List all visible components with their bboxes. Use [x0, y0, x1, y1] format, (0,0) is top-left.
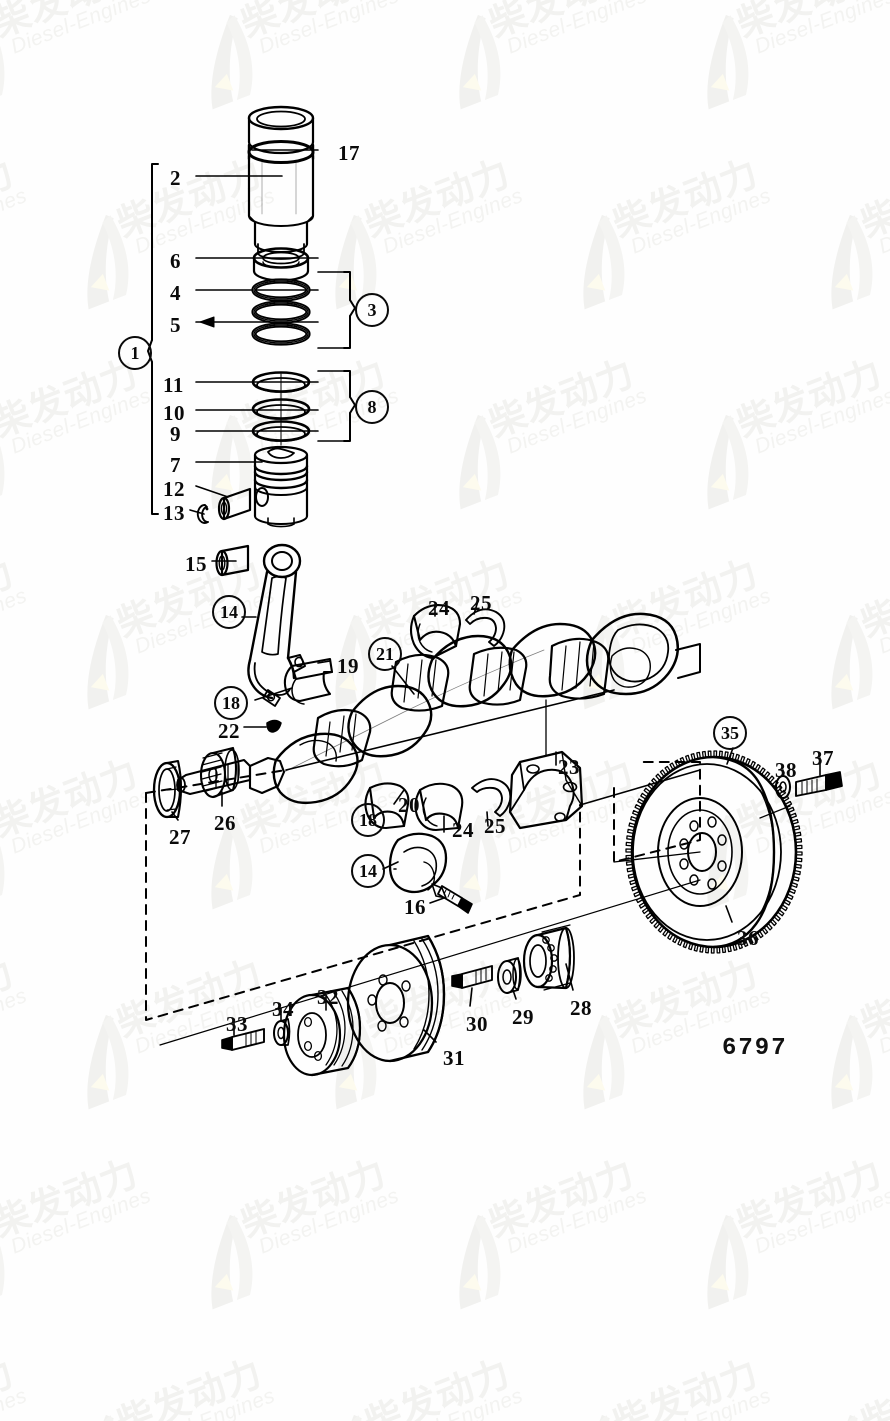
callout-circled-14: 14 — [351, 854, 385, 888]
callout-number-24: 24 — [452, 818, 474, 842]
part-crankshaft-pulley — [346, 934, 446, 1063]
part-washer-plate — [497, 957, 522, 994]
dashed-connector-lines — [285, 689, 701, 806]
callout-number-31: 31 — [443, 1046, 465, 1070]
part-flywheel-bolt — [795, 771, 843, 797]
callout-number-20: 20 — [398, 793, 420, 817]
callout-number-38: 38 — [775, 758, 797, 782]
callout-number-15: 15 — [185, 552, 207, 576]
part-sealing-rings — [199, 278, 311, 346]
part-flywheel — [625, 750, 803, 954]
callout-number-36: 36 — [737, 926, 759, 950]
callout-number-22: 22 — [218, 719, 240, 743]
callout-number-37: 37 — [812, 746, 834, 770]
part-main-bearing-shell-24b — [414, 782, 464, 832]
callout-number-6: 6 — [170, 249, 181, 273]
callout-circled-21: 21 — [368, 637, 402, 671]
part-connecting-rod — [247, 543, 306, 707]
callout-number-32: 32 — [317, 985, 339, 1009]
part-main-bearing-cap — [508, 750, 584, 830]
callout-number-13: 13 — [163, 501, 185, 525]
part-woodruff-key — [243, 719, 282, 733]
part-pilot-bearing — [522, 924, 575, 991]
callout-number-12: 12 — [163, 477, 185, 501]
part-thrust-washer-upper — [465, 608, 506, 647]
part-piston — [253, 445, 309, 528]
part-piston-rings — [251, 371, 311, 446]
callout-number-27: 27 — [169, 825, 191, 849]
part-piston-pin — [217, 487, 252, 521]
part-thrust-washer-lower — [471, 778, 512, 817]
callout-number-2: 2 — [170, 166, 181, 190]
part-small-end-bushing — [215, 544, 250, 577]
part-damper-washer — [273, 1018, 291, 1046]
part-main-bearing-shell-upper — [409, 604, 462, 660]
callout-circled-3: 3 — [355, 293, 389, 327]
callout-circled-14: 14 — [212, 595, 246, 629]
part-hub-bolt — [451, 965, 493, 989]
callout-circled-8: 8 — [355, 390, 389, 424]
callout-number-30: 30 — [466, 1012, 488, 1036]
callout-number-9: 9 — [170, 422, 181, 446]
callout-number-7: 7 — [170, 453, 181, 477]
callout-number-34: 34 — [272, 997, 294, 1021]
callout-number-23: 23 — [558, 755, 580, 779]
callout-number-17: 17 — [338, 141, 360, 165]
part-cylinder-liner — [247, 105, 315, 260]
callout-circled-1: 1 — [118, 336, 152, 370]
bracket-1 — [147, 163, 159, 515]
ring-gear-teeth — [625, 750, 803, 954]
callout-circled-35: 35 — [713, 716, 747, 750]
part-shim-ring — [252, 247, 310, 282]
part-circlip — [196, 504, 209, 524]
callout-number-26: 26 — [214, 811, 236, 835]
callout-number-19: 19 — [337, 654, 359, 678]
part-rod-bearing-shell-lower — [283, 657, 334, 705]
callout-number-29: 29 — [512, 1005, 534, 1029]
callout-number-33: 33 — [226, 1012, 248, 1036]
part-crankshaft — [176, 612, 701, 805]
callout-number-24: 24 — [428, 596, 450, 620]
part-timing-gear — [199, 746, 240, 799]
callout-number-10: 10 — [163, 401, 185, 425]
callout-circled-18: 18 — [214, 686, 248, 720]
callout-number-5: 5 — [170, 313, 181, 337]
callout-number-28: 28 — [570, 996, 592, 1020]
callout-number-4: 4 — [170, 281, 181, 305]
bracket-3 — [317, 271, 356, 349]
callout-circled-18: 18 — [351, 803, 385, 837]
callout-number-25: 25 — [470, 591, 492, 615]
part-damper-bolt — [221, 1028, 265, 1051]
part-connecting-rod-cap — [388, 832, 448, 899]
callout-number-11: 11 — [163, 373, 184, 397]
callout-number-16: 16 — [404, 895, 426, 919]
drawing-number: 6797 — [722, 1035, 788, 1062]
bracket-8 — [317, 370, 356, 442]
callout-number-25: 25 — [484, 814, 506, 838]
